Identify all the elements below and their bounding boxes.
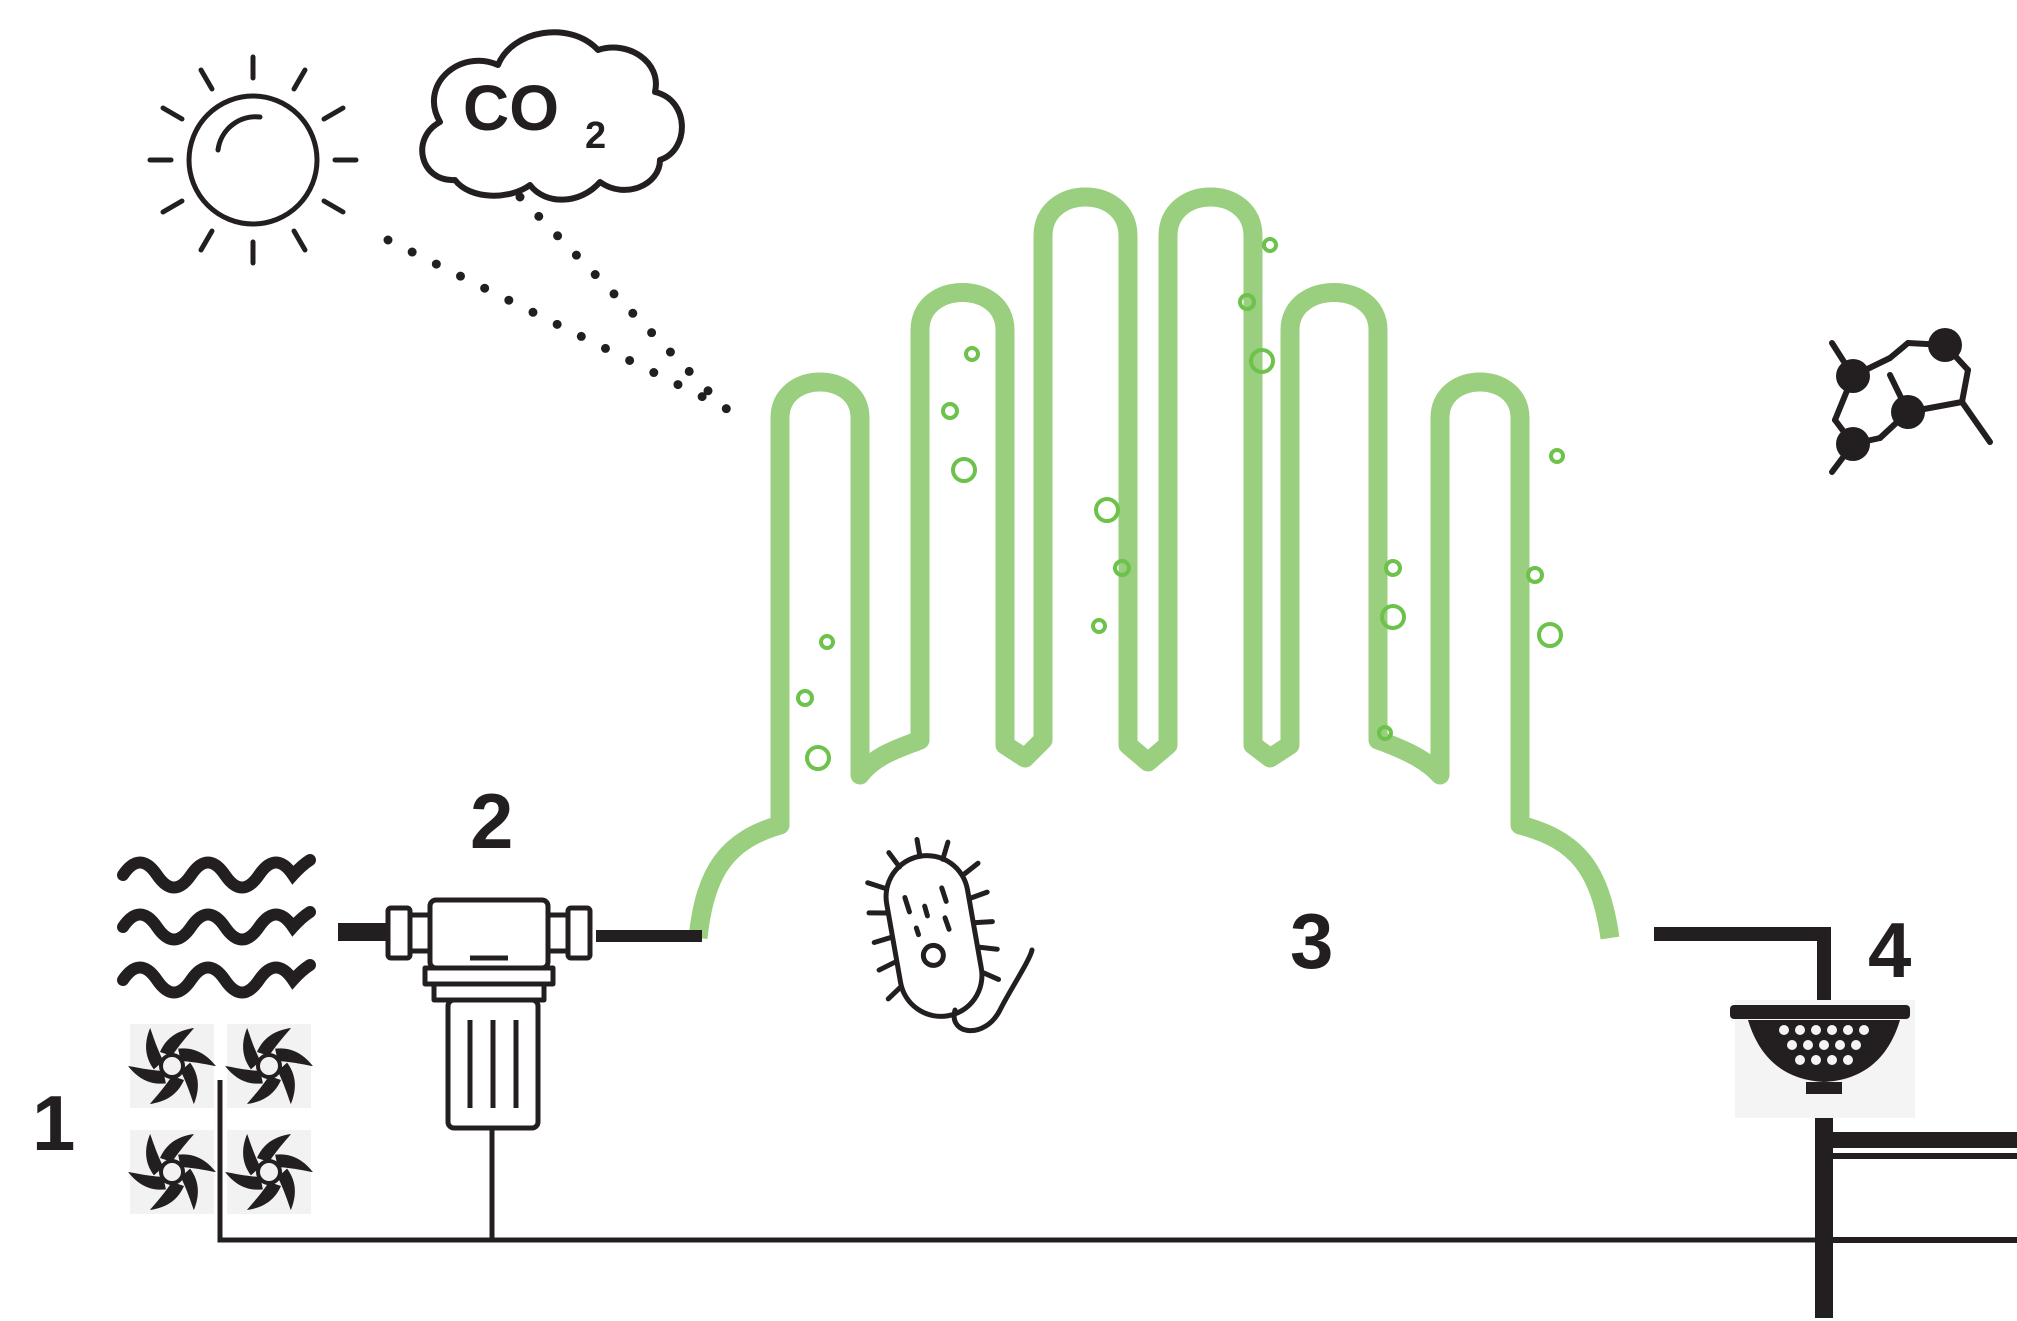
pump-icon (385, 897, 593, 1131)
step-label-3: 3 (1290, 897, 1333, 985)
sun-icon (147, 54, 359, 266)
co2-label: CO (463, 72, 559, 144)
co2-cloud-icon: CO 2 (419, 29, 685, 203)
molecule-icon (1829, 328, 1993, 475)
step-label-2: 2 (470, 777, 513, 865)
dotted-flow-lines (383, 192, 750, 423)
step-label-4: 4 (1868, 906, 1911, 994)
bioreactor-body (688, 187, 1620, 940)
wave-icon (117, 854, 316, 999)
co2-subscript: 2 (585, 115, 606, 157)
bacteria-icon (865, 836, 1035, 1034)
gas-bubbles (796, 237, 1565, 771)
strainer-icon (1730, 1000, 1915, 1118)
step-label-1: 1 (32, 1079, 75, 1167)
pipes (217, 923, 2017, 1318)
